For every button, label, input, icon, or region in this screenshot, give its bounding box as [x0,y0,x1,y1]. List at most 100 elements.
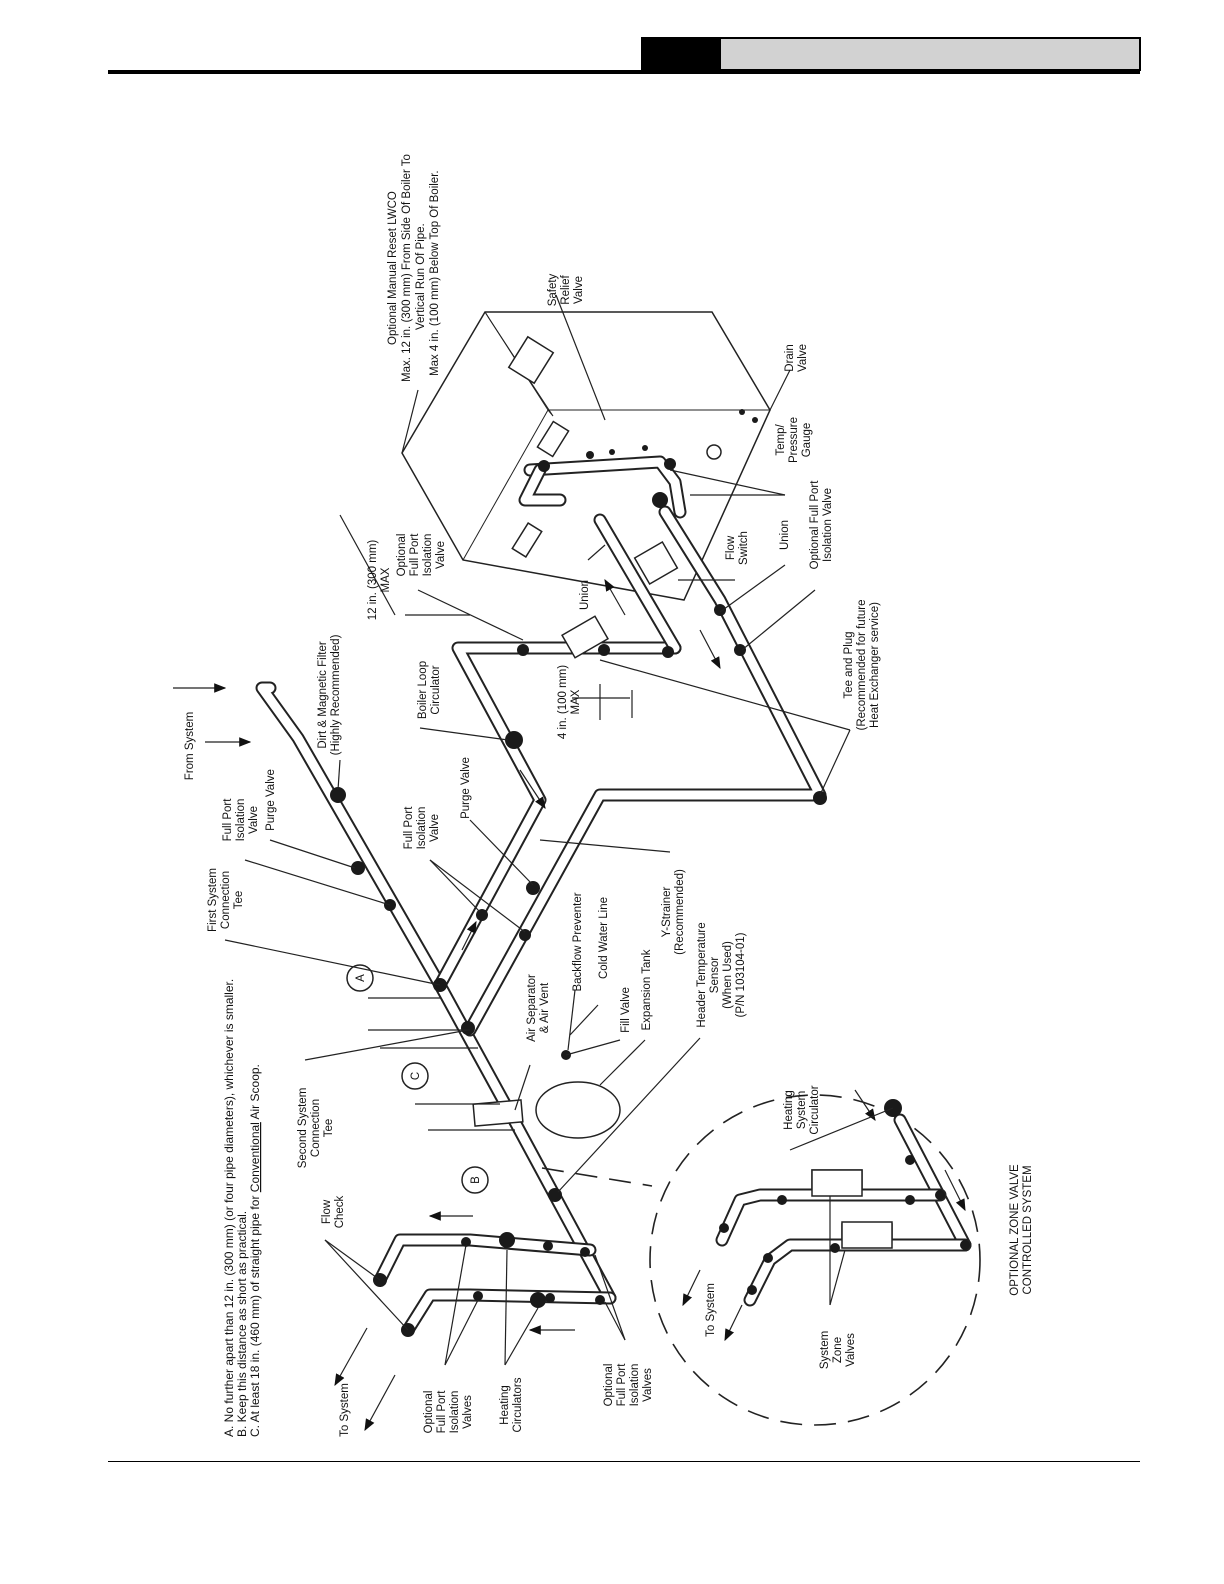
ofpiv-line-3: Isolation [422,534,434,577]
dim12-line-2: MAX [380,567,392,592]
purge-mid: Purge Valve [460,757,472,819]
hts-line-1: Header Temperature [696,922,708,1027]
drain-line-1: Drain [784,344,796,371]
dim4-line-2: MAX [570,689,582,714]
lwco-line-2: Max. 12 in. (300 mm) From Side Of Boiler… [401,154,413,382]
marker-a [346,964,374,992]
purge-valve-top [351,861,365,875]
dirt-filter [330,787,346,803]
heating-circulator-2 [530,1292,546,1308]
footer-rule [108,1461,1140,1462]
ofp-iso-line-2: Isolation Valve [822,488,834,562]
union-left: Union [579,580,591,610]
ofpiv-line-2: Full Port [409,533,421,577]
to-system-zone: To System [705,1283,717,1337]
marker-a-label: A [355,974,367,982]
boiler [401,311,771,601]
loop-elbow [662,646,674,658]
tp-line-1: Temp/ [775,424,787,456]
dirt-line-2: (Highly Recommended) [330,634,342,755]
tp-line-3: Gauge [801,423,813,458]
ofp-iso-line-1: Optional Full Port [809,480,821,570]
drain-line-2: Valve [797,344,809,372]
hsc-line-1: Heating [783,1090,795,1130]
blc-line-2: Circulator [430,665,442,714]
union-loop [598,644,610,656]
union-return [714,604,726,616]
szv-line-3: Valves [845,1333,857,1367]
fpiv-top-line-1: Full Port [222,798,234,842]
ofpiv-bot-line-3: Isolation [629,1364,641,1407]
from-system: From System [184,712,196,780]
union-right: Union [779,520,791,550]
boiler-outlet-union [538,460,550,472]
second-tee-line-1: Second System [297,1088,309,1169]
fpiv-top-line-2: Isolation [235,799,247,842]
ystrainer-line-1: Y-Strainer [661,886,673,937]
boiler-loop-circulator [505,731,523,749]
boiler-port-bottom [511,522,543,558]
hts-line-3: (When Used) [722,941,734,1009]
tee-plug [813,791,827,805]
leader-lines [224,294,894,1366]
flow-switch-line-2: Switch [738,531,750,565]
iso-valve-mid-1 [476,909,488,921]
heat-circ-line-1: Heating [499,1385,511,1425]
marker-b [461,1166,489,1194]
flow-arrows [173,578,966,1432]
safety-line-3: Valve [573,276,585,304]
purge-top: Purge Valve [265,769,277,831]
air-sep-line-2: & Air Vent [539,982,551,1033]
lwco-line-1: Optional Manual Reset LWCO [387,191,399,345]
dirt-line-1: Dirt & Magnetic Filter [317,641,329,749]
fill-valve-label: Fill Valve [620,987,632,1033]
air-separator [472,1099,524,1127]
boiler-stub [706,444,722,460]
note-c: C. At least 18 in. (460 mm) of straight … [248,1064,262,1437]
blc-line-1: Boiler Loop [417,661,429,719]
ozv-line-1: OPTIONAL ZONE VALVE [1009,1164,1021,1296]
ozv-line-2: CONTROLLED SYSTEM [1022,1165,1034,1294]
relief-fitting [664,458,676,470]
flow-switch-body [633,540,679,586]
flow-check-line-2: Check [334,1195,346,1228]
safety-line-1: Safety [547,273,559,306]
zone-inset-circle [649,1094,981,1426]
cold-water: Cold Water Line [598,897,610,979]
heating-circulator-1 [499,1232,515,1248]
dimension-lines [339,514,633,1194]
backflow: Backflow Preventer [572,892,584,991]
lwco-line-3: Vertical Run Of Pipe. [415,223,427,330]
zone-valve-b [841,1221,893,1249]
boiler-control-panel [507,335,555,385]
second-tee-line-2: Connection [310,1099,322,1157]
second-tee-line-3: Tee [323,1119,335,1138]
dim4-line-1: 4 in. (100 mm) [557,665,569,739]
tee-plug-line-2: (Recommended for future [856,599,868,730]
ystrainer-line-2: (Recommended) [674,869,686,955]
ofpiv-left-line-4: Valves [462,1395,474,1429]
flow-check-line-1: Flow [321,1199,333,1224]
flow-switch-line-1: Flow [725,535,737,560]
header-black-tab [641,37,719,70]
first-tee-line-2: Connection [220,871,232,929]
szv-line-2: Zone [832,1337,844,1363]
ofpiv-line-1: Optional [396,534,408,577]
first-tee-line-3: Tee [233,891,245,910]
ofpiv-bot-line-2: Full Port [616,1363,628,1407]
header-rule [108,70,1140,74]
piping [255,455,827,1337]
iso-valve-loop [517,644,529,656]
ofpiv-line-4: Valve [435,541,447,569]
to-system-left: To System [339,1383,351,1437]
iso-valve-return [734,644,746,656]
safety-line-2: Relief [560,274,572,304]
note-b: B. Keep this distance as short as practi… [235,1211,249,1437]
first-tee-line-1: First System [207,868,219,932]
air-sep-line-1: Air Separator [526,974,538,1042]
marker-b-label: B [470,1176,482,1184]
purge-valve-mid [526,881,540,895]
zone-valve-a [811,1169,863,1197]
marker-c [401,1062,429,1090]
boiler-port-top [536,420,570,458]
